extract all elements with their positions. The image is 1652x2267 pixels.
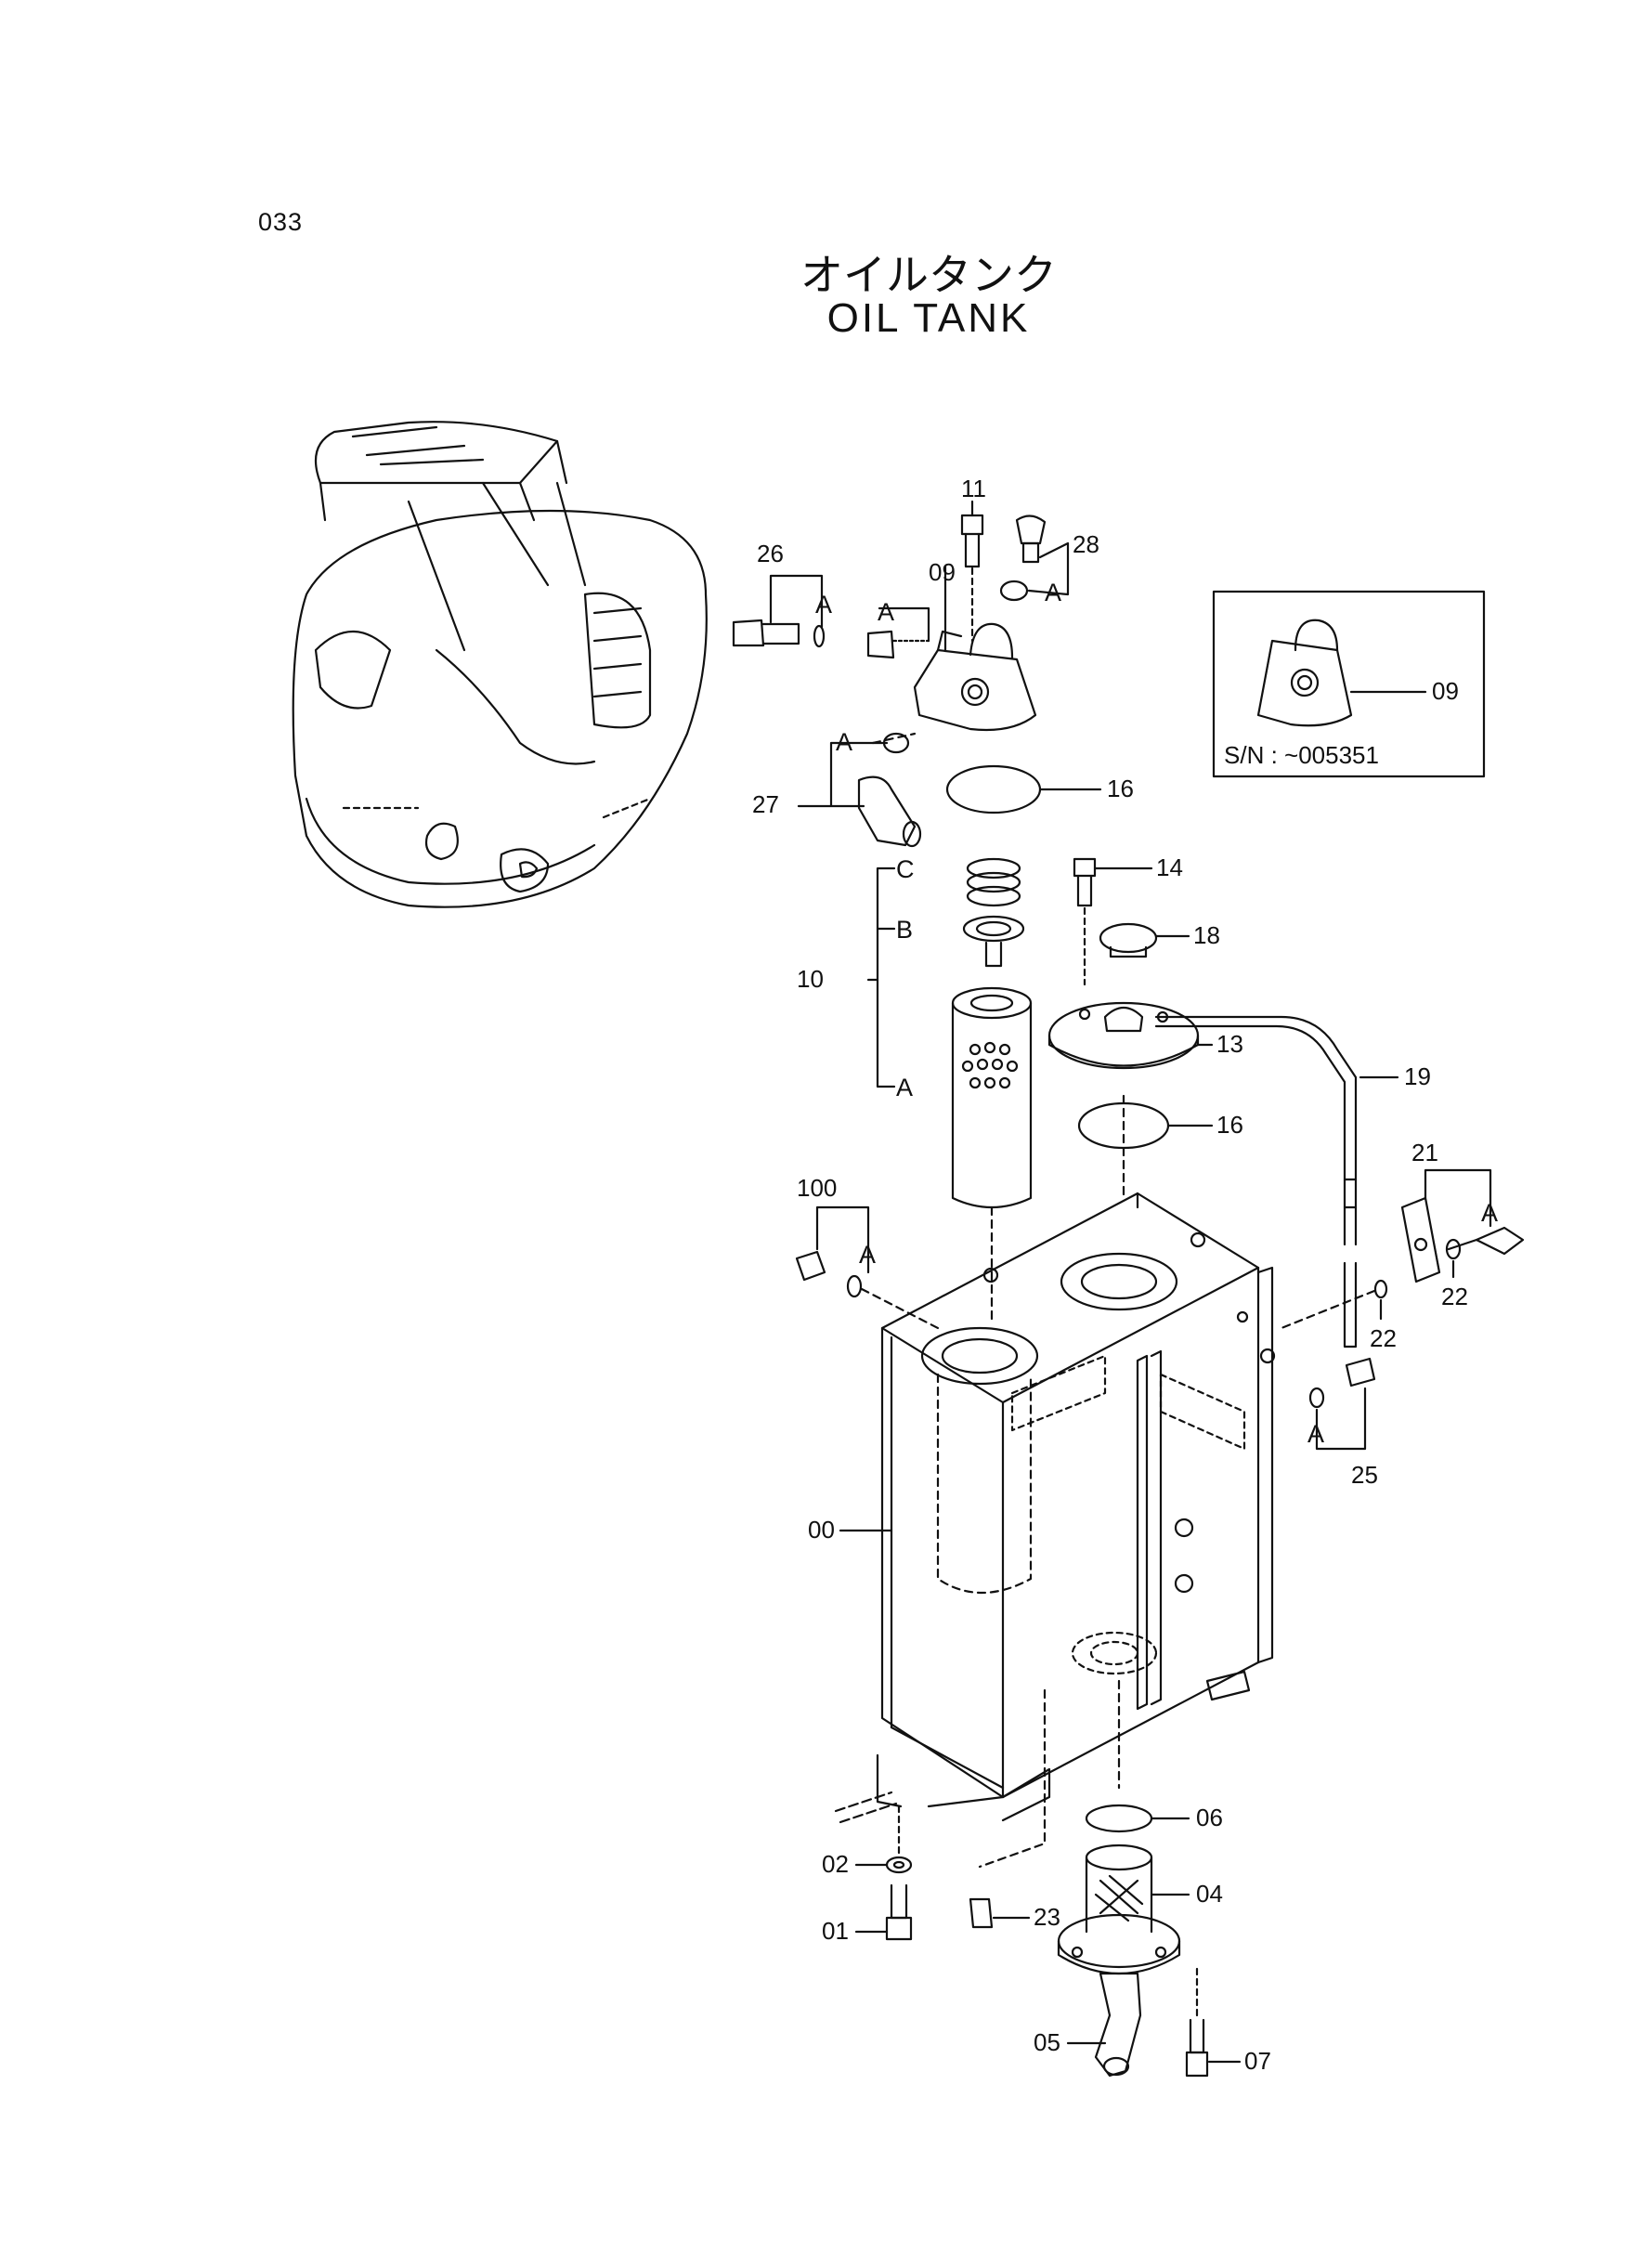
callout-11: 11 (961, 475, 986, 502)
o-ring-16-upper (945, 764, 1042, 814)
bracket-part-21 (1280, 1196, 1525, 1330)
elbow-part-27 (857, 732, 922, 848)
callout-100: 100 (797, 1174, 837, 1202)
callout-10: 10 (797, 965, 824, 993)
letter-b: B (896, 916, 913, 944)
callout-28: 28 (1073, 530, 1099, 558)
hose-part-19 (1154, 1015, 1358, 1348)
callout-22-right: 22 (1441, 1283, 1468, 1310)
callout-14: 14 (1156, 853, 1183, 881)
callout-04: 04 (1196, 1880, 1223, 1908)
callout-00: 00 (808, 1516, 835, 1544)
inset-serial-number: S/N : ~005351 (1224, 741, 1379, 769)
plug-part-25 (1308, 1357, 1376, 1409)
breather-assembly (1047, 857, 1200, 1200)
callout-07: 07 (1244, 2047, 1271, 2075)
letter-a-09: A (878, 598, 894, 626)
letter-a-27: A (836, 728, 852, 756)
serial-number-inset (1212, 590, 1486, 778)
letter-a-100: A (859, 1241, 876, 1269)
callout-13: 13 (1216, 1030, 1243, 1058)
callout-01: 01 (822, 1917, 849, 1945)
page-number: 033 (258, 208, 304, 236)
letter-c: C (896, 855, 915, 883)
oil-tank-body (834, 1192, 1276, 1869)
callout-19: 19 (1404, 1062, 1431, 1090)
callout-09: 09 (929, 558, 956, 586)
letter-a-21: A (1481, 1199, 1498, 1227)
callout-22-center: 22 (1370, 1324, 1397, 1352)
plug-part-100 (795, 1250, 940, 1330)
callout-26: 26 (757, 540, 784, 567)
letter-a-25: A (1307, 1420, 1324, 1448)
callout-25: 25 (1351, 1461, 1378, 1489)
title-japanese: オイルタンク (800, 250, 1057, 300)
fitting-stub (866, 630, 930, 659)
callout-05: 05 (1034, 2028, 1060, 2056)
letter-a-26: A (815, 591, 832, 619)
callout-06: 06 (1196, 1804, 1223, 1831)
spring-valve-assembly (962, 857, 1025, 968)
callout-labels: 11 26 28 09 27 16 14 18 10 13 19 16 21 1… (752, 475, 1498, 2075)
letter-a-10: A (896, 1074, 913, 1101)
bolt-part-11 (960, 514, 984, 643)
title-english: OIL TANK (826, 295, 1031, 341)
inset-callout-09: 09 (1432, 677, 1459, 705)
plug-part-28 (999, 515, 1047, 602)
leader-lines (769, 500, 1492, 2064)
machine-overview-illustration (292, 421, 708, 908)
letter-a-28: A (1045, 579, 1061, 606)
callout-21: 21 (1411, 1139, 1438, 1166)
callout-16-upper: 16 (1107, 775, 1134, 802)
filter-head-part (913, 622, 1037, 732)
callout-18: 18 (1193, 921, 1220, 949)
bottom-parts (885, 1804, 1209, 2078)
callout-02: 02 (822, 1850, 849, 1878)
fitting-part-26 (732, 619, 826, 648)
callout-23: 23 (1034, 1903, 1060, 1931)
callout-16-lower: 16 (1216, 1111, 1243, 1139)
filter-element-part (951, 986, 1033, 1209)
callout-27: 27 (752, 790, 779, 818)
